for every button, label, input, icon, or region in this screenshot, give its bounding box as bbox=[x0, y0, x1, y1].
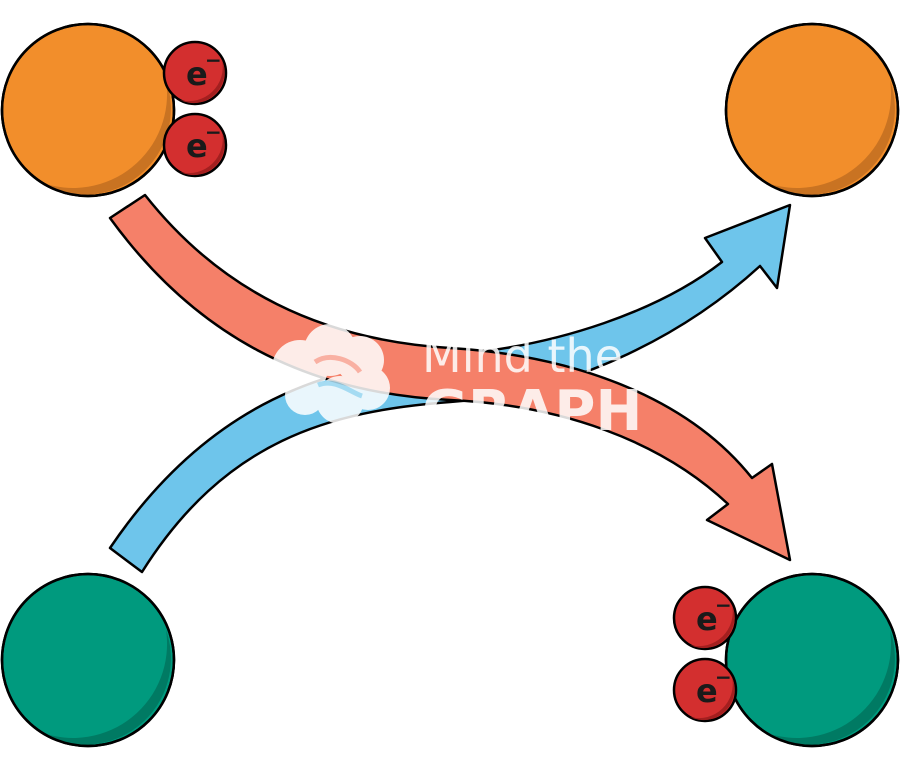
acceptor-atom-before bbox=[0, 572, 176, 748]
electron-charge: − bbox=[205, 48, 222, 72]
donor-atom-after bbox=[724, 22, 900, 198]
watermark-line1: Mind the bbox=[422, 329, 623, 383]
electron-charge: − bbox=[715, 593, 732, 617]
electron-acceptor-1: e − bbox=[672, 585, 738, 651]
watermark: Mind the GRAPH bbox=[272, 324, 642, 444]
electron-label: e bbox=[696, 600, 718, 638]
electron-acceptor-2: e − bbox=[672, 657, 738, 723]
electron-label: e bbox=[186, 127, 208, 165]
electron-label: e bbox=[696, 672, 718, 710]
electron-donor-2: e − bbox=[162, 112, 228, 178]
electron-label: e bbox=[186, 55, 208, 93]
brain-logo-icon bbox=[272, 324, 390, 443]
watermark-line2: GRAPH bbox=[422, 379, 642, 444]
electron-charge: − bbox=[205, 120, 222, 144]
electron-donor-1: e − bbox=[162, 40, 228, 106]
donor-atom-before bbox=[0, 22, 176, 198]
acceptor-atom-after bbox=[724, 572, 900, 748]
electron-charge: − bbox=[715, 665, 732, 689]
